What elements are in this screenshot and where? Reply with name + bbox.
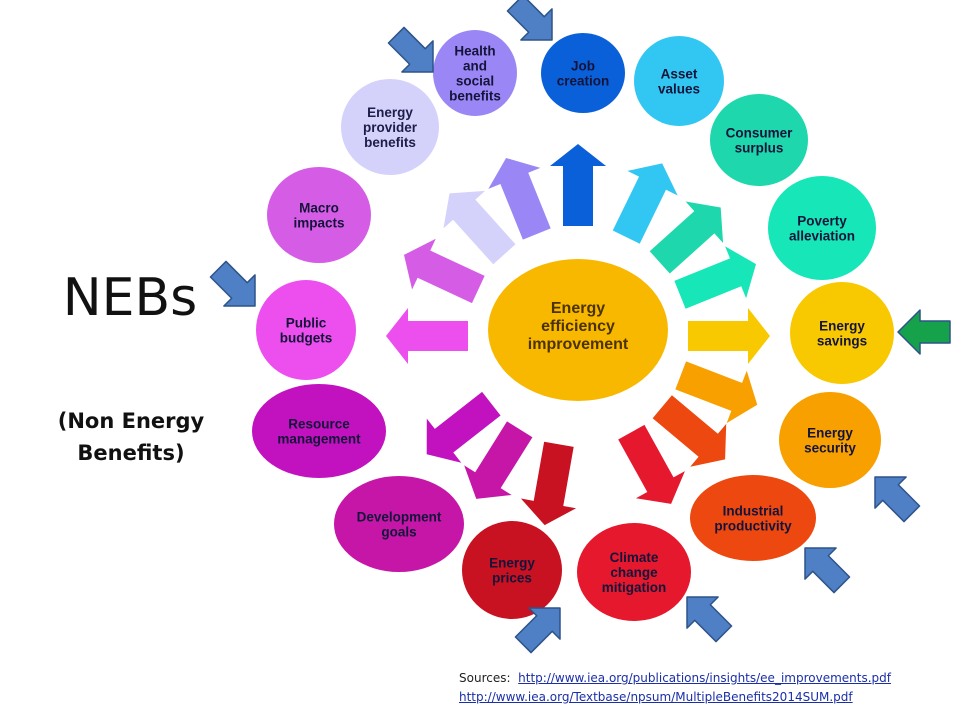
benefit-node-label: creation [557,74,610,89]
benefit-node-label: Consumer [726,126,794,141]
spoke-arrow-13 [403,238,485,304]
highlight-arrow-security-icon [874,476,921,523]
page-title: NEBs [62,268,198,328]
page-subtitle: (Non Energy Benefits) [57,409,205,465]
benefit-node-label: Resource [288,417,350,432]
benefit-node-label: Health [454,44,495,59]
benefit-node-label: security [804,441,856,456]
benefit-node-label: budgets [280,331,333,346]
benefit-node-label: benefits [449,89,501,104]
benefit-node-label: Asset [661,67,698,82]
spoke-arrow-10 [464,421,533,499]
benefit-node-label: management [277,432,361,447]
spoke-arrow-12 [386,308,468,364]
benefit-node-label: Energy [489,556,535,571]
spoke-arrow-3 [649,201,724,274]
benefit-node-label: Energy [367,105,413,120]
sources-block: Sources: http://www.iea.org/publications… [459,669,954,707]
highlight-arrow-health-icon [387,26,434,73]
sources-label: Sources: [459,671,511,685]
benefit-node-label: surplus [735,141,784,156]
benefit-node-label: Job [571,59,595,74]
spoke-arrow-11 [426,391,501,463]
center-node-label: improvement [528,336,629,353]
benefit-node-label: Public [286,316,327,331]
highlight-arrow-climate-icon [686,596,733,643]
highlight-arrow-industrial-icon [804,547,851,594]
benefit-node-label: productivity [714,519,792,534]
benefit-node-label: Energy [819,319,865,334]
benefit-node-label: values [658,82,700,97]
benefit-node-label: social [456,74,494,89]
highlight-arrow-budgets-icon [209,260,256,307]
center-node-label: Energy [551,300,605,317]
savings-arrow-icon [897,309,951,355]
benefit-node-label: change [610,565,658,580]
spoke-arrow-9 [520,441,577,526]
center-node-label: efficiency [541,318,615,335]
highlight-arrow-prices-icon [514,607,561,654]
center-node [488,259,668,401]
benefit-node-label: mitigation [602,580,667,595]
benefit-node-label: benefits [364,135,416,150]
spoke-arrow-2 [612,163,678,244]
benefit-node-label: Energy [807,426,853,441]
spoke-arrow-6 [675,361,758,424]
spoke-arrow-8 [618,424,685,504]
highlight-arrow-job-icon [506,0,553,41]
spoke-arrow-15 [488,157,551,240]
source-link-1[interactable]: http://www.iea.org/publications/insights… [518,671,891,685]
spoke-arrow-1 [550,144,606,226]
source-link-2[interactable]: http://www.iea.org/Textbase/npsum/Multip… [459,690,853,704]
benefit-node-label: and [463,59,487,74]
spoke-arrow-4 [674,246,757,309]
benefit-node-label: Poverty [797,214,847,229]
benefit-node-label: Macro [299,201,339,216]
benefit-node-label: Climate [610,550,659,565]
benefit-node-label: Development [357,510,442,525]
benefit-node-label: impacts [293,216,344,231]
benefit-node-label: goals [381,525,416,540]
benefit-node-label: alleviation [789,229,855,244]
benefit-node-label: Industrial [723,504,784,519]
spoke-arrow-5 [688,308,770,364]
benefit-node-label: savings [817,334,867,349]
benefit-node-label: prices [492,571,532,586]
spoke-arrow-7 [652,395,727,467]
benefit-node-label: provider [363,120,418,135]
spoke-arrow-14 [443,190,516,265]
